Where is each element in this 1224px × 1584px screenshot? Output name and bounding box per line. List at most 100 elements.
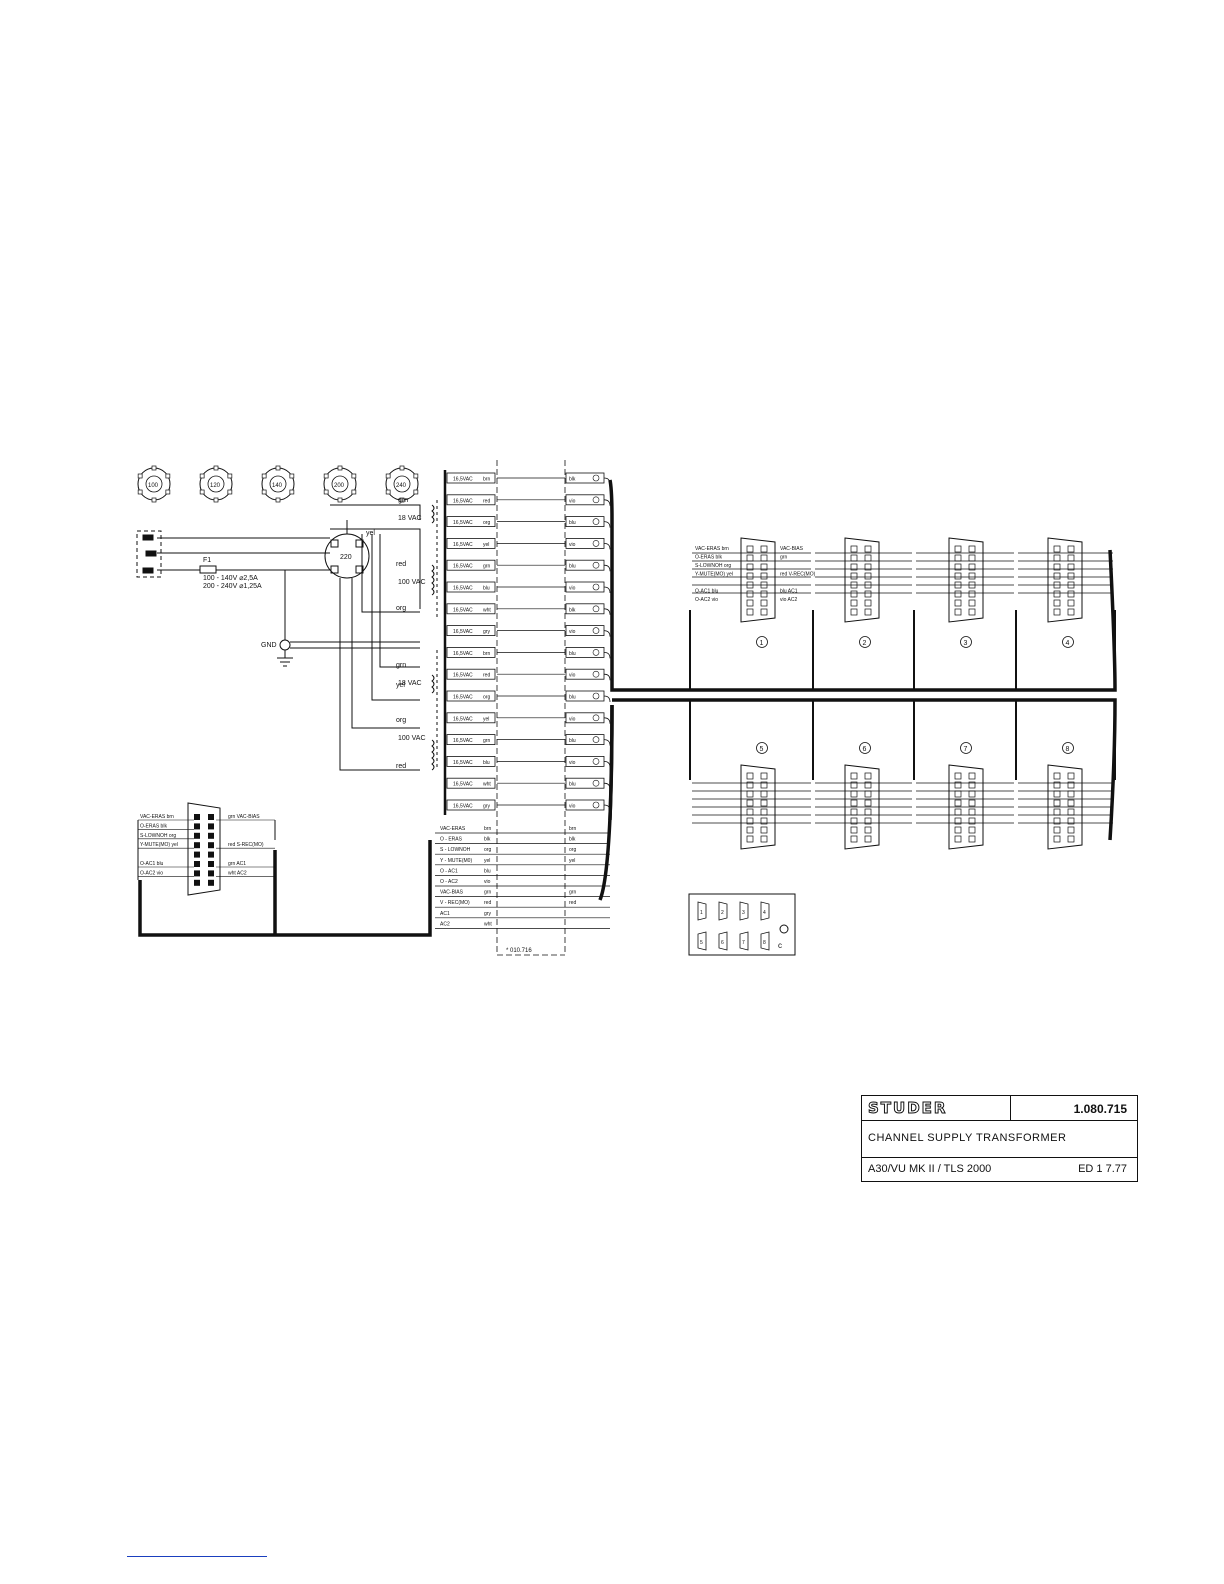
title-block-header: STUDER 1.080.715 bbox=[862, 1096, 1137, 1121]
model-label: A30/VU MK II / TLS 2000 bbox=[868, 1163, 992, 1175]
left-connector-left-label: VAC-ERAS brn bbox=[140, 814, 174, 820]
tap-switch-label: 140 bbox=[272, 483, 283, 489]
left-connector-right-label: grn VAC-BIAS bbox=[228, 814, 260, 820]
legend-bottom-number: 8 bbox=[763, 940, 766, 946]
signal-row-right-color: yel bbox=[569, 858, 575, 864]
title-block-divider bbox=[1010, 1096, 1011, 1121]
channel-connector-6 bbox=[844, 764, 880, 850]
legend-connector-icon bbox=[718, 901, 728, 921]
terminal-row-left-color: grn bbox=[483, 738, 490, 744]
terminal-row-right-color: blu bbox=[569, 520, 576, 526]
terminal-row-right-color: blu bbox=[569, 738, 576, 744]
left-connector-right-label: red S-REC(MO) bbox=[228, 842, 264, 848]
footer-link-underline[interactable] bbox=[127, 1556, 267, 1557]
signal-row-left-label: O - AC1 bbox=[440, 868, 458, 874]
wire-label-org: org bbox=[396, 605, 406, 612]
left-connector-left-label: O-ERAS blk bbox=[140, 823, 167, 829]
connector-1-right-label: red V-REC(MO) bbox=[780, 572, 816, 578]
terminal-row-left-label: 16,5VAC bbox=[453, 695, 473, 701]
svg-text:8: 8 bbox=[1066, 746, 1070, 753]
channel-number-2: 2 bbox=[859, 636, 871, 648]
terminal-row-left-label: 16,5VAC bbox=[453, 760, 473, 766]
svg-text:1: 1 bbox=[760, 640, 764, 647]
terminal-row-left-label: 16,5VAC bbox=[453, 804, 473, 810]
drawing-title: CHANNEL SUPPLY TRANSFORMER bbox=[868, 1132, 1067, 1144]
fuse-rating-low: 100 - 140V ⌀2,5A bbox=[203, 575, 258, 582]
signal-row-right-color: org bbox=[569, 847, 576, 853]
terminal-row-left-color: brn bbox=[483, 651, 490, 657]
terminal-row-right-color: vio bbox=[569, 673, 576, 679]
legend-bottom-number: 5 bbox=[700, 940, 703, 946]
channel-connectors bbox=[689, 537, 1116, 850]
legend-bottom-number: 7 bbox=[742, 940, 745, 946]
tap-switch-120: 120 bbox=[199, 465, 233, 503]
signal-row-left-label: Y - MUTE(M0) bbox=[440, 858, 472, 864]
signal-row-left-color: blu bbox=[484, 868, 491, 874]
signal-row-left-color: yel bbox=[484, 858, 490, 864]
signal-row-right-color: grn bbox=[569, 890, 576, 896]
svg-text:4: 4 bbox=[1066, 640, 1070, 647]
secondary-bottom-volt: 100 VAC bbox=[398, 735, 426, 742]
legend-corner-label: c bbox=[778, 941, 782, 950]
secondary-top-volt: 18 VAC bbox=[398, 515, 422, 522]
terminal-row-left-color: gry bbox=[483, 804, 490, 810]
terminal-row-right-color: blu bbox=[569, 782, 576, 788]
signal-row-left-label: VAC-BIAS bbox=[440, 890, 464, 896]
mains-labels: F1 100 - 140V ⌀2,5A 200 - 240V ⌀1,25A 22… bbox=[203, 497, 408, 649]
terminal-row-left-color: red bbox=[483, 673, 490, 679]
tap-switch-group: 100 120 140 200 240 bbox=[137, 465, 419, 503]
legend-connector-icon bbox=[718, 931, 728, 951]
terminal-row: 16,5VAC wht blu bbox=[446, 777, 611, 790]
channel-number-7: 7 bbox=[960, 742, 972, 754]
channel-connector-8 bbox=[1047, 764, 1083, 850]
winding-18vac-bottom bbox=[431, 674, 435, 694]
terminal-row-right-color: blu bbox=[569, 564, 576, 570]
secondary-bottom-wire: red bbox=[396, 763, 406, 770]
signal-row: VAC-BIAS grn grn bbox=[435, 890, 610, 897]
signal-row-left-color: brn bbox=[484, 826, 491, 832]
channel-connector-3 bbox=[948, 537, 984, 623]
terminal-row-right-color: vio bbox=[569, 629, 576, 635]
signal-row-right-color: brn bbox=[569, 826, 576, 832]
connector-1-left-label: O-AC2 vio bbox=[695, 597, 718, 603]
left-connector-right-label: grn AC1 bbox=[228, 861, 246, 867]
signal-row-right-color: blk bbox=[569, 837, 576, 843]
signal-row-left-label: O - ERAS bbox=[440, 837, 463, 843]
winding-100vac-top bbox=[431, 564, 435, 596]
tap-switch-140: 140 bbox=[261, 465, 295, 503]
channel-number-5: 5 bbox=[756, 742, 768, 754]
signal-row-left-label: O - AC2 bbox=[440, 879, 458, 885]
tap-switch-label: 240 bbox=[396, 483, 407, 489]
legend-corner-circle bbox=[779, 924, 789, 934]
terminal-row-left-color: wht bbox=[483, 782, 491, 788]
title-block-title-row: CHANNEL SUPPLY TRANSFORMER bbox=[862, 1121, 1137, 1158]
terminal-row-right-color: vio bbox=[569, 542, 576, 548]
signal-row-left-color: org bbox=[484, 847, 491, 853]
secondary-top-volt: 100 VAC bbox=[398, 579, 426, 586]
channel-number-1: 1 bbox=[756, 636, 768, 648]
terminal-row-left-color: yel bbox=[483, 542, 489, 548]
terminal-row-left-color: grn bbox=[483, 564, 490, 570]
tap-switch-label: 200 bbox=[334, 483, 345, 489]
signal-row-left-color: grn bbox=[484, 890, 491, 896]
connector-1-right-label: vio AC2 bbox=[780, 597, 797, 603]
tap-switch-200: 200 bbox=[323, 465, 357, 503]
connector-1-left-label: O-ERAS blk bbox=[695, 555, 722, 561]
terminal-row-left-label: 16,5VAC bbox=[453, 782, 473, 788]
legend-connector-icon bbox=[697, 931, 707, 951]
connector-1-left-label: O-AC1 blu bbox=[695, 589, 719, 595]
tap-switch-100: 100 bbox=[137, 465, 171, 503]
